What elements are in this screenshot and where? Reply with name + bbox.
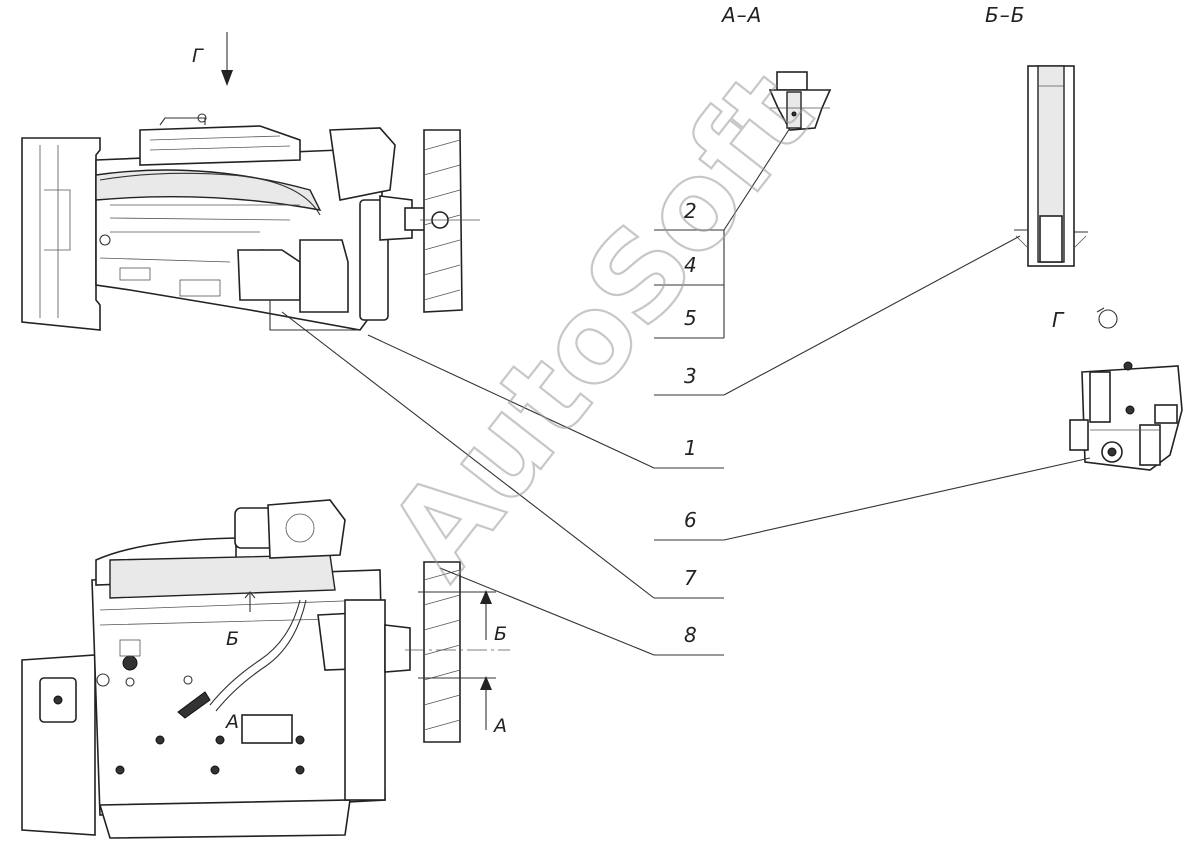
detail-section-bb: Б–Б [985, 3, 1088, 267]
section-cut-markers: Б А [418, 590, 507, 737]
callout-5: 5 [684, 306, 697, 330]
marker-a-engine-label: А [224, 711, 239, 733]
arrow-g-label: Г [192, 45, 204, 67]
callout-2: 2 [684, 199, 697, 223]
view-direction-arrow-g: Г [192, 32, 233, 86]
engine-side-view [21, 113, 480, 331]
callout-1: 1 [684, 436, 697, 460]
callout-7: 7 [684, 566, 697, 590]
view-g-title: Г [1052, 308, 1065, 332]
detail-section-aa: А–А [720, 3, 832, 131]
section-aa-title: А–А [720, 3, 762, 27]
callout-numbers: 2 4 5 3 1 6 7 8 [684, 199, 697, 647]
arrow-a-label: А [492, 715, 507, 737]
callout-4: 4 [684, 253, 697, 277]
arrow-b-label: Б [494, 623, 507, 645]
callout-leaders [281, 127, 1091, 656]
callout-8: 8 [684, 623, 697, 647]
detail-view-g: Г [1052, 307, 1183, 471]
callout-3: 3 [684, 364, 697, 388]
engine-front-view: Б А [21, 499, 510, 839]
marker-b-engine-label: Б [226, 628, 239, 650]
section-bb-title: Б–Б [985, 3, 1025, 27]
callout-6: 6 [684, 508, 697, 532]
